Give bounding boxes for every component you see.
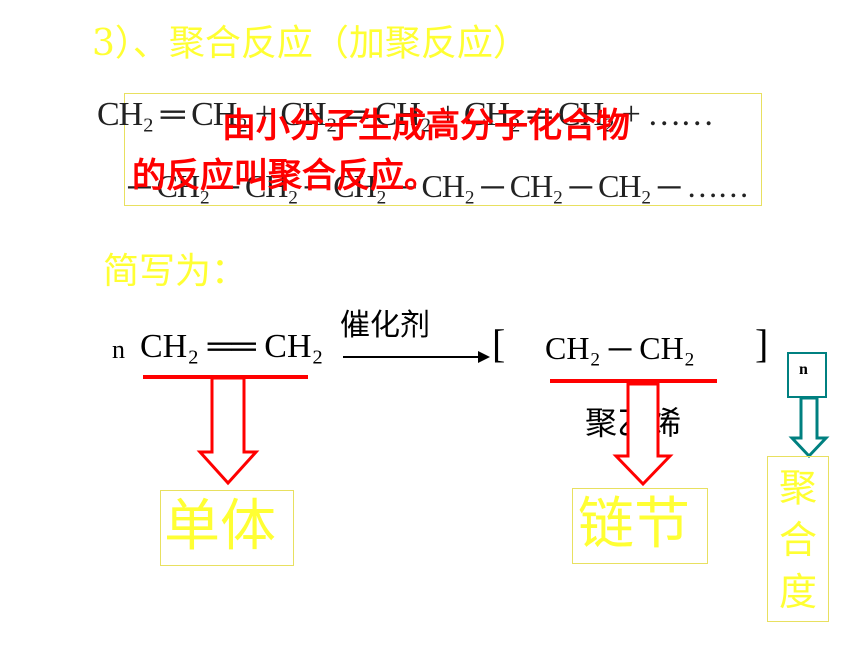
degree-down-arrow <box>788 396 830 459</box>
product-unit: CH₂ ─ CH₂ <box>545 330 695 366</box>
equation-line-1: CH₂ ═ CH₂ + CH₂ ═ CH₂ + CH₂ ═ CH₂ + …… <box>97 96 714 133</box>
definition-line-2: 的反应叫聚合反应。 <box>132 156 438 196</box>
slide-heading: 3）、聚合反应（加聚反应） <box>92 23 529 64</box>
definition-line-1: 由小分子生成高分子化合物 <box>222 106 630 146</box>
equation-line-2: ─ CH₂ ─ CH₂ ─ CH₂ ─ CH₂ ─ CH₂ ─ CH₂ ─ …… <box>128 168 749 204</box>
subscript-n: n <box>799 361 808 378</box>
monomer-down-arrow <box>196 376 260 486</box>
degree-label-box <box>767 456 829 622</box>
catalyst-label: 催化剂 <box>340 308 430 343</box>
reaction-arrow-head <box>478 351 490 363</box>
monomer-label: 单体 <box>164 494 276 559</box>
monomer-label-box <box>160 490 294 566</box>
chain-unit-label-box <box>572 488 708 564</box>
degree-label: 聚合度 <box>779 466 818 614</box>
coefficient-n: n <box>112 335 125 364</box>
monomer-formula: CH₂ ══ CH₂ <box>140 328 324 365</box>
product-open-bracket: [ <box>492 321 506 366</box>
shorthand-label: 简写为： <box>103 251 248 292</box>
equation-box <box>124 93 762 206</box>
product-close-bracket: ] <box>755 321 769 366</box>
chain-unit-label: 链节 <box>578 492 690 557</box>
chain-unit-down-arrow <box>612 382 674 487</box>
